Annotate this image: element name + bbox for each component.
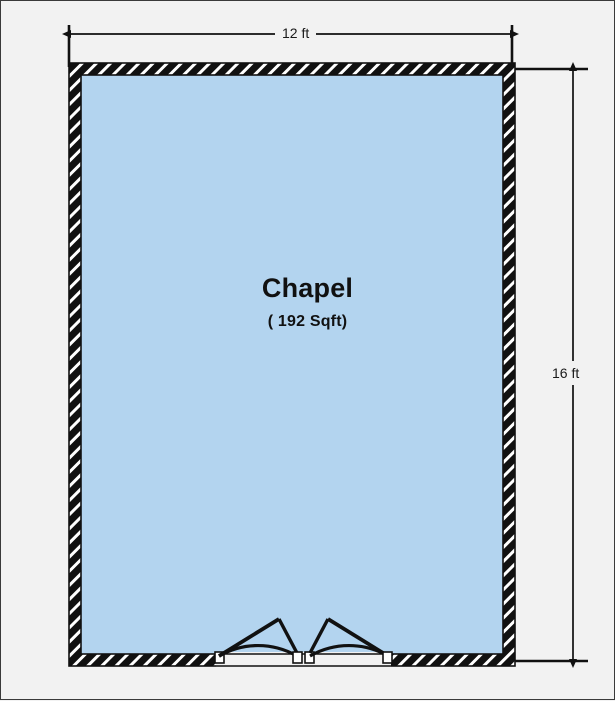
door-opening [216, 652, 391, 668]
door-panel-right [327, 617, 389, 658]
dimension-label-width: 12 ft [275, 26, 317, 40]
door-jamb-left [214, 651, 225, 664]
room-floor-area [75, 69, 509, 660]
door-leaf-left [214, 617, 303, 664]
door-panel-left [218, 617, 280, 658]
room-area-label: ( 192 Sqft) [267, 313, 348, 330]
door-leaf-right [304, 617, 393, 664]
door-jamb-right [382, 651, 393, 664]
dimension-label-height: 16 ft [548, 361, 584, 385]
room-name-label: Chapel [261, 273, 354, 303]
door-jamb-center-left [292, 651, 303, 664]
